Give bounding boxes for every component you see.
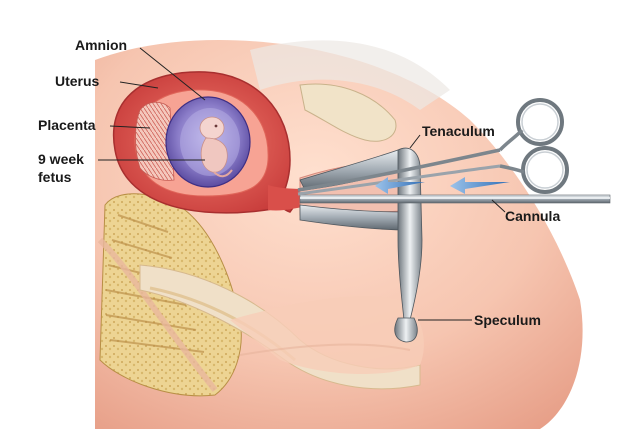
label-amnion: Amnion: [75, 37, 127, 53]
label-placenta: Placenta: [38, 117, 96, 133]
pubic-bone: [299, 83, 397, 142]
label-cannula: Cannula: [505, 208, 560, 224]
label-fetus-line1: 9 week: [38, 151, 84, 167]
amnion-leader: [139, 47, 206, 101]
label-fetus-line2: fetus: [38, 169, 72, 185]
cannula-leader: [491, 199, 506, 213]
tenaculum-leader: [409, 134, 421, 149]
label-speculum: Speculum: [474, 312, 541, 328]
flow-arrow-left: [375, 177, 425, 194]
uterus-leader: [119, 81, 159, 89]
cannula-tube: [299, 194, 611, 204]
flow-arrow-right: [450, 177, 510, 194]
tenaculum: [297, 98, 569, 196]
placenta-leader: [109, 125, 151, 129]
lower-intestine: [230, 296, 424, 375]
placenta: [135, 101, 175, 181]
label-uterus: Uterus: [55, 73, 100, 89]
fetus: [199, 116, 233, 178]
label-tenaculum: Tenaculum: [422, 123, 495, 139]
flow-arrows: [375, 177, 510, 194]
leader-lines: [98, 47, 506, 321]
speculum: [299, 147, 423, 343]
